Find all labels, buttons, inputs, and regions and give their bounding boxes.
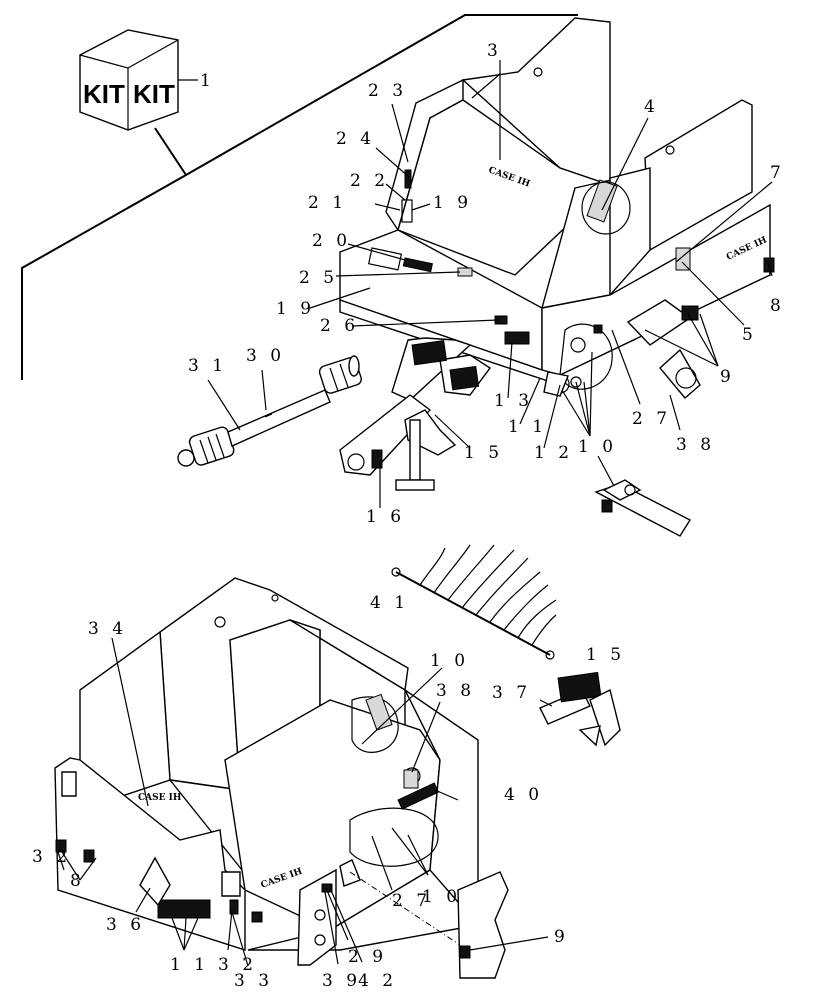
callout-3: 3 bbox=[487, 41, 502, 61]
callout-40: 4 0 bbox=[504, 785, 543, 805]
callout-10-mid: 1 0 bbox=[430, 651, 469, 671]
bottom-baler-assembly: CASE IH CASE IH bbox=[54, 577, 479, 966]
callout-37: 3 7 bbox=[492, 683, 531, 703]
explode-line bbox=[349, 871, 461, 946]
callout-7: 7 bbox=[770, 163, 785, 183]
callout-12: 1 2 bbox=[534, 443, 573, 463]
callout-10-bottom: 1 0 bbox=[422, 887, 461, 907]
step-detail bbox=[539, 671, 621, 747]
callout-15-top: 1 5 bbox=[464, 443, 503, 463]
hitch-tongue bbox=[339, 337, 492, 491]
pto-shaft bbox=[177, 355, 362, 467]
callout-8-top: 8 bbox=[770, 296, 785, 316]
callout-41: 4 1 bbox=[370, 593, 409, 613]
kit-label-left: KIT bbox=[83, 79, 125, 109]
decal-case-rear: CASE IH bbox=[138, 793, 182, 803]
callout-38-top: 3 8 bbox=[676, 435, 715, 455]
callout-32-left: 3 2 bbox=[32, 847, 71, 867]
callout-13: 1 3 bbox=[494, 391, 533, 411]
callout-30: 3 0 bbox=[246, 346, 285, 366]
side-panel-detail bbox=[457, 871, 509, 979]
callout-16: 1 6 bbox=[366, 507, 405, 527]
bracket-detail bbox=[594, 479, 691, 537]
callout-labels: 1 3 2 3 4 2 4 7 2 2 2 1 1 9 2 0 2 5 1 9 … bbox=[32, 41, 785, 991]
kit-box: KIT KIT bbox=[79, 29, 179, 131]
callout-19-top: 1 9 bbox=[433, 193, 472, 213]
leader-lines bbox=[57, 60, 773, 967]
callout-34: 3 4 bbox=[88, 619, 127, 639]
callout-39: 3 9 bbox=[322, 971, 361, 991]
callout-23: 2 3 bbox=[368, 81, 407, 101]
kit-label-right: KIT bbox=[133, 79, 175, 109]
callout-42: 4 2 bbox=[358, 971, 397, 991]
callout-10-top: 1 0 bbox=[578, 437, 617, 457]
callout-27-bottom: 2 7 bbox=[392, 891, 431, 911]
callout-25: 2 5 bbox=[299, 268, 338, 288]
tine-bar bbox=[391, 544, 557, 660]
kit-bracket bbox=[21, 14, 578, 380]
callout-33: 3 3 bbox=[234, 971, 273, 991]
callout-11-top: 1 1 bbox=[508, 417, 547, 437]
callout-1: 1 bbox=[200, 71, 215, 91]
callout-15-bottom: 1 5 bbox=[586, 645, 625, 665]
callout-31: 3 1 bbox=[188, 356, 227, 376]
callout-8-bottom: 8 bbox=[70, 871, 85, 891]
callout-9-bottom: 9 bbox=[554, 927, 569, 947]
callout-19-left: 1 9 bbox=[276, 299, 315, 319]
callout-38-bottom: 3 8 bbox=[436, 681, 475, 701]
callout-9-top: 9 bbox=[720, 367, 735, 387]
callout-27-top: 2 7 bbox=[632, 409, 671, 429]
callout-29: 2 9 bbox=[348, 947, 387, 967]
callout-26: 2 6 bbox=[320, 316, 359, 336]
callout-24: 2 4 bbox=[336, 129, 375, 149]
callout-20: 2 0 bbox=[312, 231, 351, 251]
callout-36: 3 6 bbox=[106, 915, 145, 935]
callout-11-bottom: 1 1 bbox=[170, 955, 209, 975]
callout-21: 2 1 bbox=[308, 193, 347, 213]
callout-22: 2 2 bbox=[350, 171, 389, 191]
callout-4: 4 bbox=[644, 97, 659, 117]
callout-32-bottom: 3 2 bbox=[218, 955, 257, 975]
callout-5: 5 bbox=[742, 325, 757, 345]
